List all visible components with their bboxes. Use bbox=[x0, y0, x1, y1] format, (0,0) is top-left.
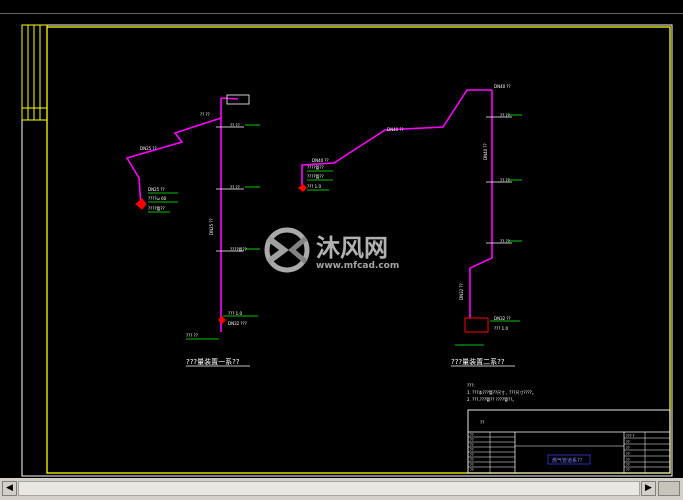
right-valve-symbol bbox=[298, 184, 307, 192]
right-branch-ticks bbox=[486, 116, 512, 244]
note-line: 2. ???,???管?? ????管??。 bbox=[467, 396, 516, 402]
notes-title: ???: bbox=[467, 383, 475, 388]
right-system-caption: ???量装置二系?? bbox=[451, 357, 505, 366]
title-block: ?? bbox=[467, 409, 671, 474]
pipe-label: DN25 ?? bbox=[148, 187, 165, 192]
right-gas-pipe-system bbox=[301, 89, 493, 318]
drawing-frame bbox=[46, 26, 671, 474]
right-lower-pipe-label: DN32 ?? bbox=[459, 283, 464, 300]
left-base-valve bbox=[218, 316, 226, 324]
top-toolbar-strip bbox=[0, 0, 683, 14]
title-name-box bbox=[547, 454, 591, 465]
right-meter-box bbox=[464, 317, 489, 333]
left-leaders bbox=[148, 124, 260, 340]
pipe-label: ??? ?? bbox=[186, 333, 198, 338]
pipe-label: ????管?? bbox=[307, 173, 324, 179]
pipe-label: ?? ?? bbox=[500, 239, 510, 244]
left-gas-pipe-system bbox=[125, 97, 239, 332]
left-branch-ticks bbox=[216, 126, 244, 252]
right-label-group: DN40 ?? ?? ?? ?? ?? ?? ?? DN40 ?? DN40 ?… bbox=[307, 84, 511, 331]
scroll-left-arrow-icon[interactable]: ◀ bbox=[2, 481, 17, 496]
pipe-label: ????管?? bbox=[307, 164, 324, 170]
title-block-left-cells: ?? ?? ?? ?? ?? ?? ?? ?? bbox=[470, 433, 474, 472]
tb-cell: ?? bbox=[470, 468, 474, 472]
tb-cell: ?? bbox=[470, 443, 474, 447]
tb-cell: ?? bbox=[470, 438, 474, 442]
watermark: 沐风网 www.mfcad.com bbox=[264, 227, 399, 273]
pipe-label: ?? ?? bbox=[500, 178, 510, 183]
notes-block: ???: 1. ???本???管??尺寸，???尺寸????。 2. ???,?… bbox=[467, 383, 536, 402]
pipe-label: ????管?? bbox=[230, 246, 247, 252]
pipe-label: DN25 ?? bbox=[140, 146, 157, 151]
note-line: 1. ???本???管??尺寸，???尺寸????。 bbox=[467, 389, 536, 395]
tb-cell: ?? bbox=[626, 468, 630, 472]
pipe-label: ?? ?? bbox=[500, 113, 510, 118]
pipe-label: ??? 1.0 bbox=[494, 326, 508, 331]
pipe-label: DN32 ?? bbox=[494, 316, 511, 321]
tb-cell: ?? bbox=[470, 453, 474, 457]
pipe-label: ??? 1.0 bbox=[307, 184, 321, 189]
tb-cell: ?? bbox=[470, 448, 474, 452]
pipe-label: ?? ?? bbox=[230, 185, 240, 190]
pipe-label: DN40 ?? bbox=[312, 158, 329, 163]
tb-cell: ??? ? bbox=[626, 434, 635, 438]
left-meter-symbol bbox=[226, 94, 250, 105]
left-vertical-pipe-label: DN25 ?? bbox=[209, 218, 214, 235]
scroll-right-arrow-icon[interactable]: ▶ bbox=[641, 481, 656, 496]
outer-sheet-border bbox=[21, 24, 673, 477]
tb-cell: ?? bbox=[470, 458, 474, 462]
right-vertical-pipe-label: DN40 ?? bbox=[483, 143, 488, 160]
tb-cell: ?? bbox=[470, 463, 474, 467]
tb-cell: ?? bbox=[470, 433, 474, 437]
left-system-caption: ???量装置一系?? bbox=[186, 357, 240, 366]
pipe-label: ??? 1.0 bbox=[228, 311, 242, 316]
horizontal-scrollbar[interactable]: ◀ ▶ bbox=[0, 478, 683, 500]
tb-cell: ?? bbox=[626, 452, 630, 456]
scroll-track[interactable] bbox=[18, 481, 640, 496]
pipe-label: DN32 ??? bbox=[228, 321, 247, 326]
pipe-label: ????管?? bbox=[148, 205, 165, 211]
watermark-url: www.mfcad.com bbox=[316, 261, 399, 271]
tb-cell: ?? bbox=[626, 458, 630, 462]
watermark-logo-icon bbox=[264, 227, 310, 273]
tb-cell: ?? bbox=[626, 440, 630, 444]
left-valve-symbol bbox=[135, 198, 147, 210]
watermark-brand: 沐风网 bbox=[316, 234, 388, 262]
pipe-label: DN40 ?? bbox=[387, 127, 404, 132]
title-block-mark: ?? bbox=[480, 420, 484, 425]
right-leaders bbox=[307, 114, 522, 346]
pipe-label: ????ω 60 bbox=[148, 196, 167, 201]
tb-cell: ?? bbox=[626, 446, 630, 450]
pipe-label: ?? ?? bbox=[230, 123, 240, 128]
tb-cell: ?? bbox=[626, 463, 630, 467]
left-label-group: DN25 ?? ?? ?? ?? ?? ?? ?? ????管?? DN25 ?… bbox=[140, 112, 247, 338]
pipe-label: ?? ?? bbox=[200, 112, 210, 117]
drawing-title: 燃气管道系?? bbox=[552, 457, 583, 464]
pipe-label: DN40 ?? bbox=[494, 84, 511, 89]
scroll-thumb[interactable] bbox=[658, 481, 680, 496]
title-block-right-cells: ??? ? ?? ?? ?? ?? ?? ?? bbox=[626, 434, 635, 472]
